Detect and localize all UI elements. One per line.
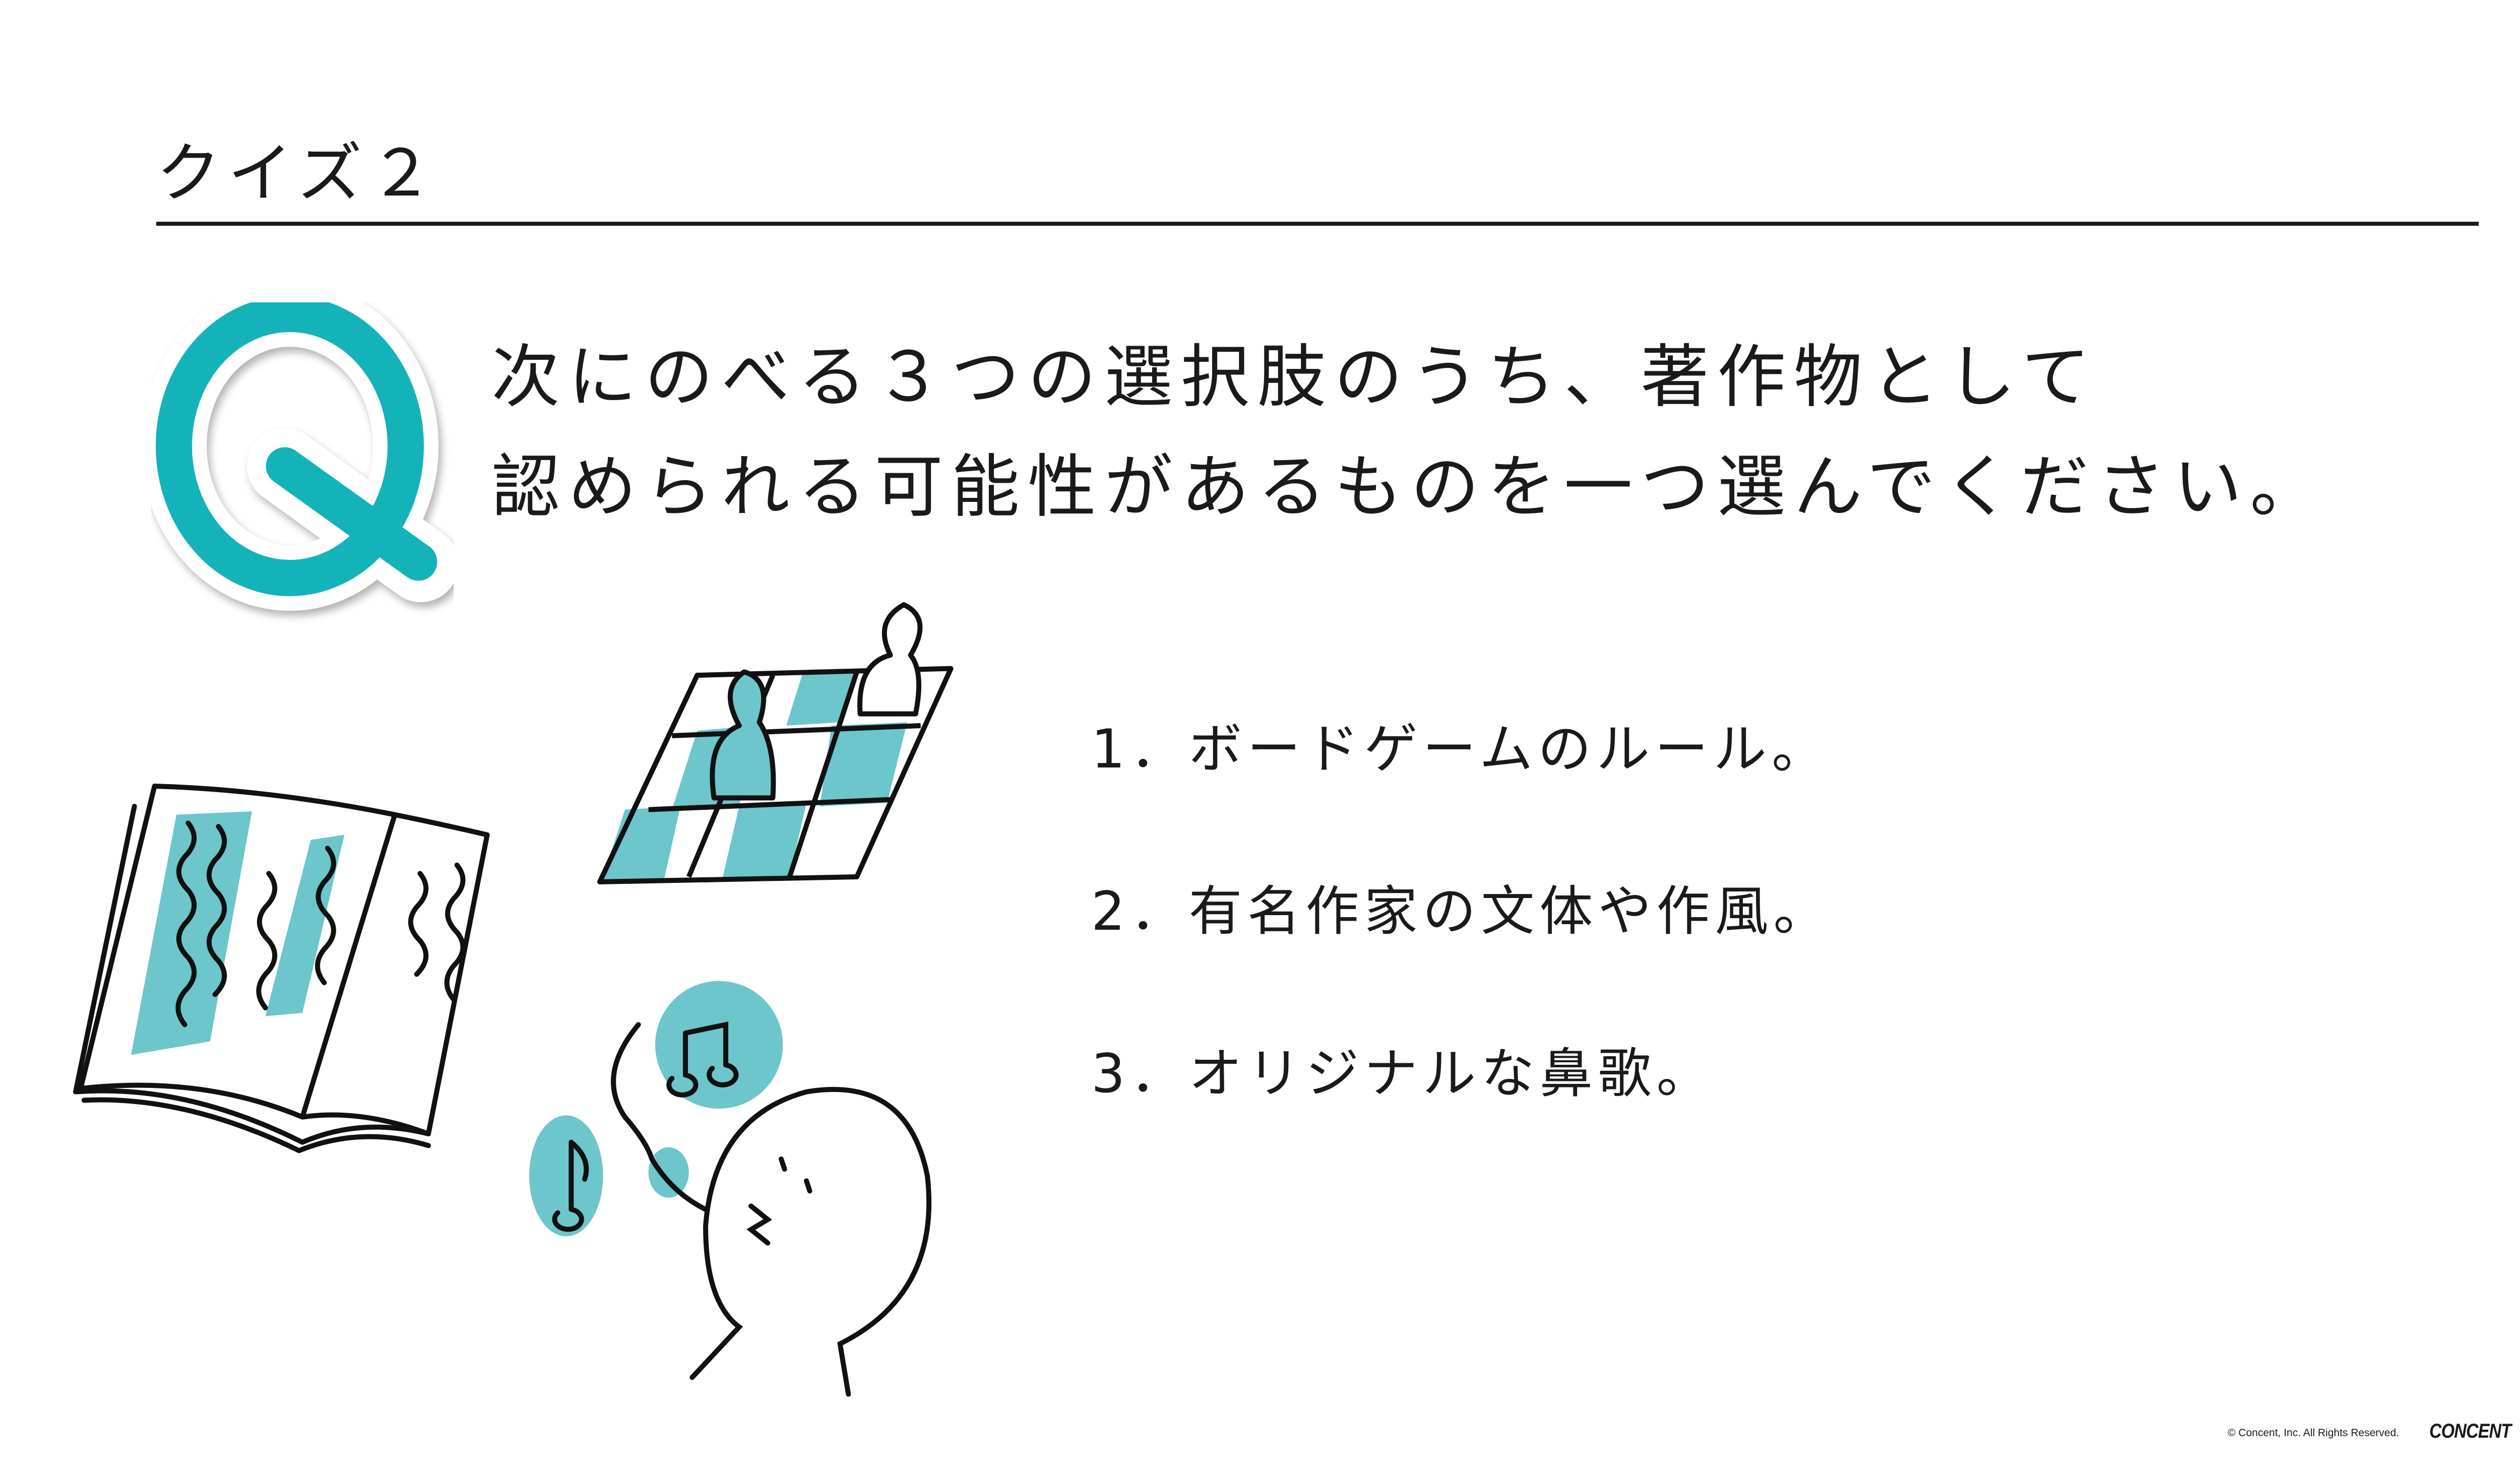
question-line-2: 認められる可能性があるものを一つ選んでください。	[491, 447, 2327, 527]
q-logo-icon	[151, 302, 454, 611]
brand-logo: CONCENT	[2429, 1420, 2511, 1442]
option-2: 2．有名作家の文体や作風。	[1091, 880, 1832, 942]
copyright-text: © Concent, Inc. All Rights Reserved.	[2228, 1427, 2399, 1439]
option-1: 1．ボードゲームのルール。	[1091, 718, 1831, 780]
answer-options: 1．ボードゲームのルール。 2．有名作家の文体や作風。 3．オリジナルな鼻歌。	[1091, 705, 1832, 1192]
slide-title: クイズ２	[156, 136, 441, 211]
question-text: 次にのべる３つの選択肢のうち、著作物として 認められる可能性があるものを一つ選ん…	[491, 323, 2326, 542]
humming-person-illustration	[529, 981, 932, 1397]
board-game-illustration	[597, 602, 954, 885]
title-divider	[156, 222, 2479, 226]
open-book-illustration	[73, 784, 490, 1153]
question-line-1: 次にのべる３つの選択肢のうち、著作物として	[491, 338, 2098, 417]
option-3: 3．オリジナルな鼻歌。	[1091, 1043, 1715, 1105]
